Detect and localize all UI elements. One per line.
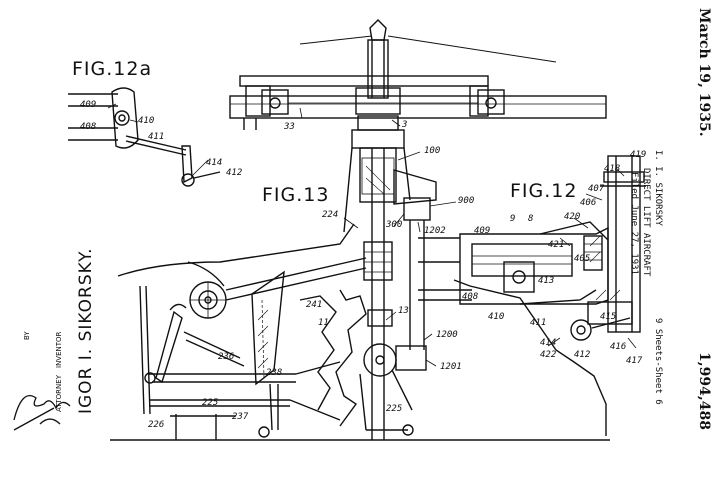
ref-numeral: 416: [610, 342, 626, 352]
ref-numeral: 414: [540, 338, 556, 348]
ref-numeral: 414: [206, 158, 222, 168]
figure-title-12a: FIG.12a: [72, 58, 152, 80]
ref-numeral: 236: [218, 352, 234, 362]
ref-numeral: 417: [626, 356, 642, 366]
ref-numeral: 33: [284, 122, 295, 132]
ref-numeral: 422: [540, 350, 556, 360]
patent-filed-date: Filed June 27, 1931: [629, 172, 639, 275]
inventor-caption: INVENTOR: [55, 332, 63, 368]
ref-numeral: 225: [202, 398, 218, 408]
figure-title-12: FIG.12: [510, 180, 577, 202]
ref-numeral: 241: [306, 300, 322, 310]
ref-numeral: 238: [266, 368, 282, 378]
ref-numeral: 409: [474, 226, 490, 236]
ref-numeral: 411: [148, 132, 164, 142]
rotor-mast: [344, 130, 436, 440]
ref-numeral: 407: [588, 184, 604, 194]
ref-numeral: 419: [630, 150, 646, 160]
ref-numeral: 226: [148, 420, 164, 430]
ref-numeral: 9: [510, 214, 515, 224]
ref-numeral: 300: [386, 220, 402, 230]
ref-numeral: 418: [604, 164, 620, 174]
ref-numeral: 421: [548, 240, 564, 250]
ref-numeral: 237: [232, 412, 248, 422]
ref-numeral: 408: [462, 292, 478, 302]
ref-numeral: 900: [458, 196, 474, 206]
ref-numeral: 410: [138, 116, 154, 126]
patent-inventor-name: I. I. SIKORSKY: [653, 150, 663, 226]
ref-numeral: 13: [398, 306, 409, 316]
figure-title-13: FIG.13: [262, 184, 329, 206]
ref-numeral: 3: [402, 120, 407, 130]
ref-numeral: 412: [226, 168, 242, 178]
patent-number: 1,994,488: [696, 352, 712, 430]
ref-numeral: 412: [574, 350, 590, 360]
ref-numeral: 11: [318, 318, 329, 328]
rotor-head: [230, 20, 606, 130]
ref-numeral: 225: [386, 404, 402, 414]
ref-numeral: 224: [322, 210, 338, 220]
ref-numeral: 410: [488, 312, 504, 322]
attorney-caption: ATTORNEY: [55, 375, 63, 412]
patent-sheet-count: 9 Sheets-Sheet 6: [653, 318, 663, 405]
ref-numeral: 406: [580, 198, 596, 208]
ref-numeral: 420: [564, 212, 580, 222]
ref-numeral: 411: [530, 318, 546, 328]
patent-title: DIRECT LIFT AIRCRAFT: [641, 168, 651, 276]
ref-numeral: 413: [538, 276, 554, 286]
ref-numeral: 1201: [440, 362, 462, 372]
patent-date: March 19, 1935.: [696, 8, 712, 137]
ref-numeral: 409: [80, 100, 96, 110]
ref-numeral: 8: [528, 214, 533, 224]
ref-numeral: 1200: [436, 330, 458, 340]
inventor-name-signature: IGOR I. SIKORSKY.: [76, 248, 96, 415]
ref-numeral: 408: [80, 122, 96, 132]
ref-numeral: 100: [424, 146, 440, 156]
by-caption: BY: [23, 331, 31, 340]
ref-numeral: 1202: [424, 226, 446, 236]
ref-numeral: 415: [600, 312, 616, 322]
ref-numeral: 405: [574, 254, 590, 264]
